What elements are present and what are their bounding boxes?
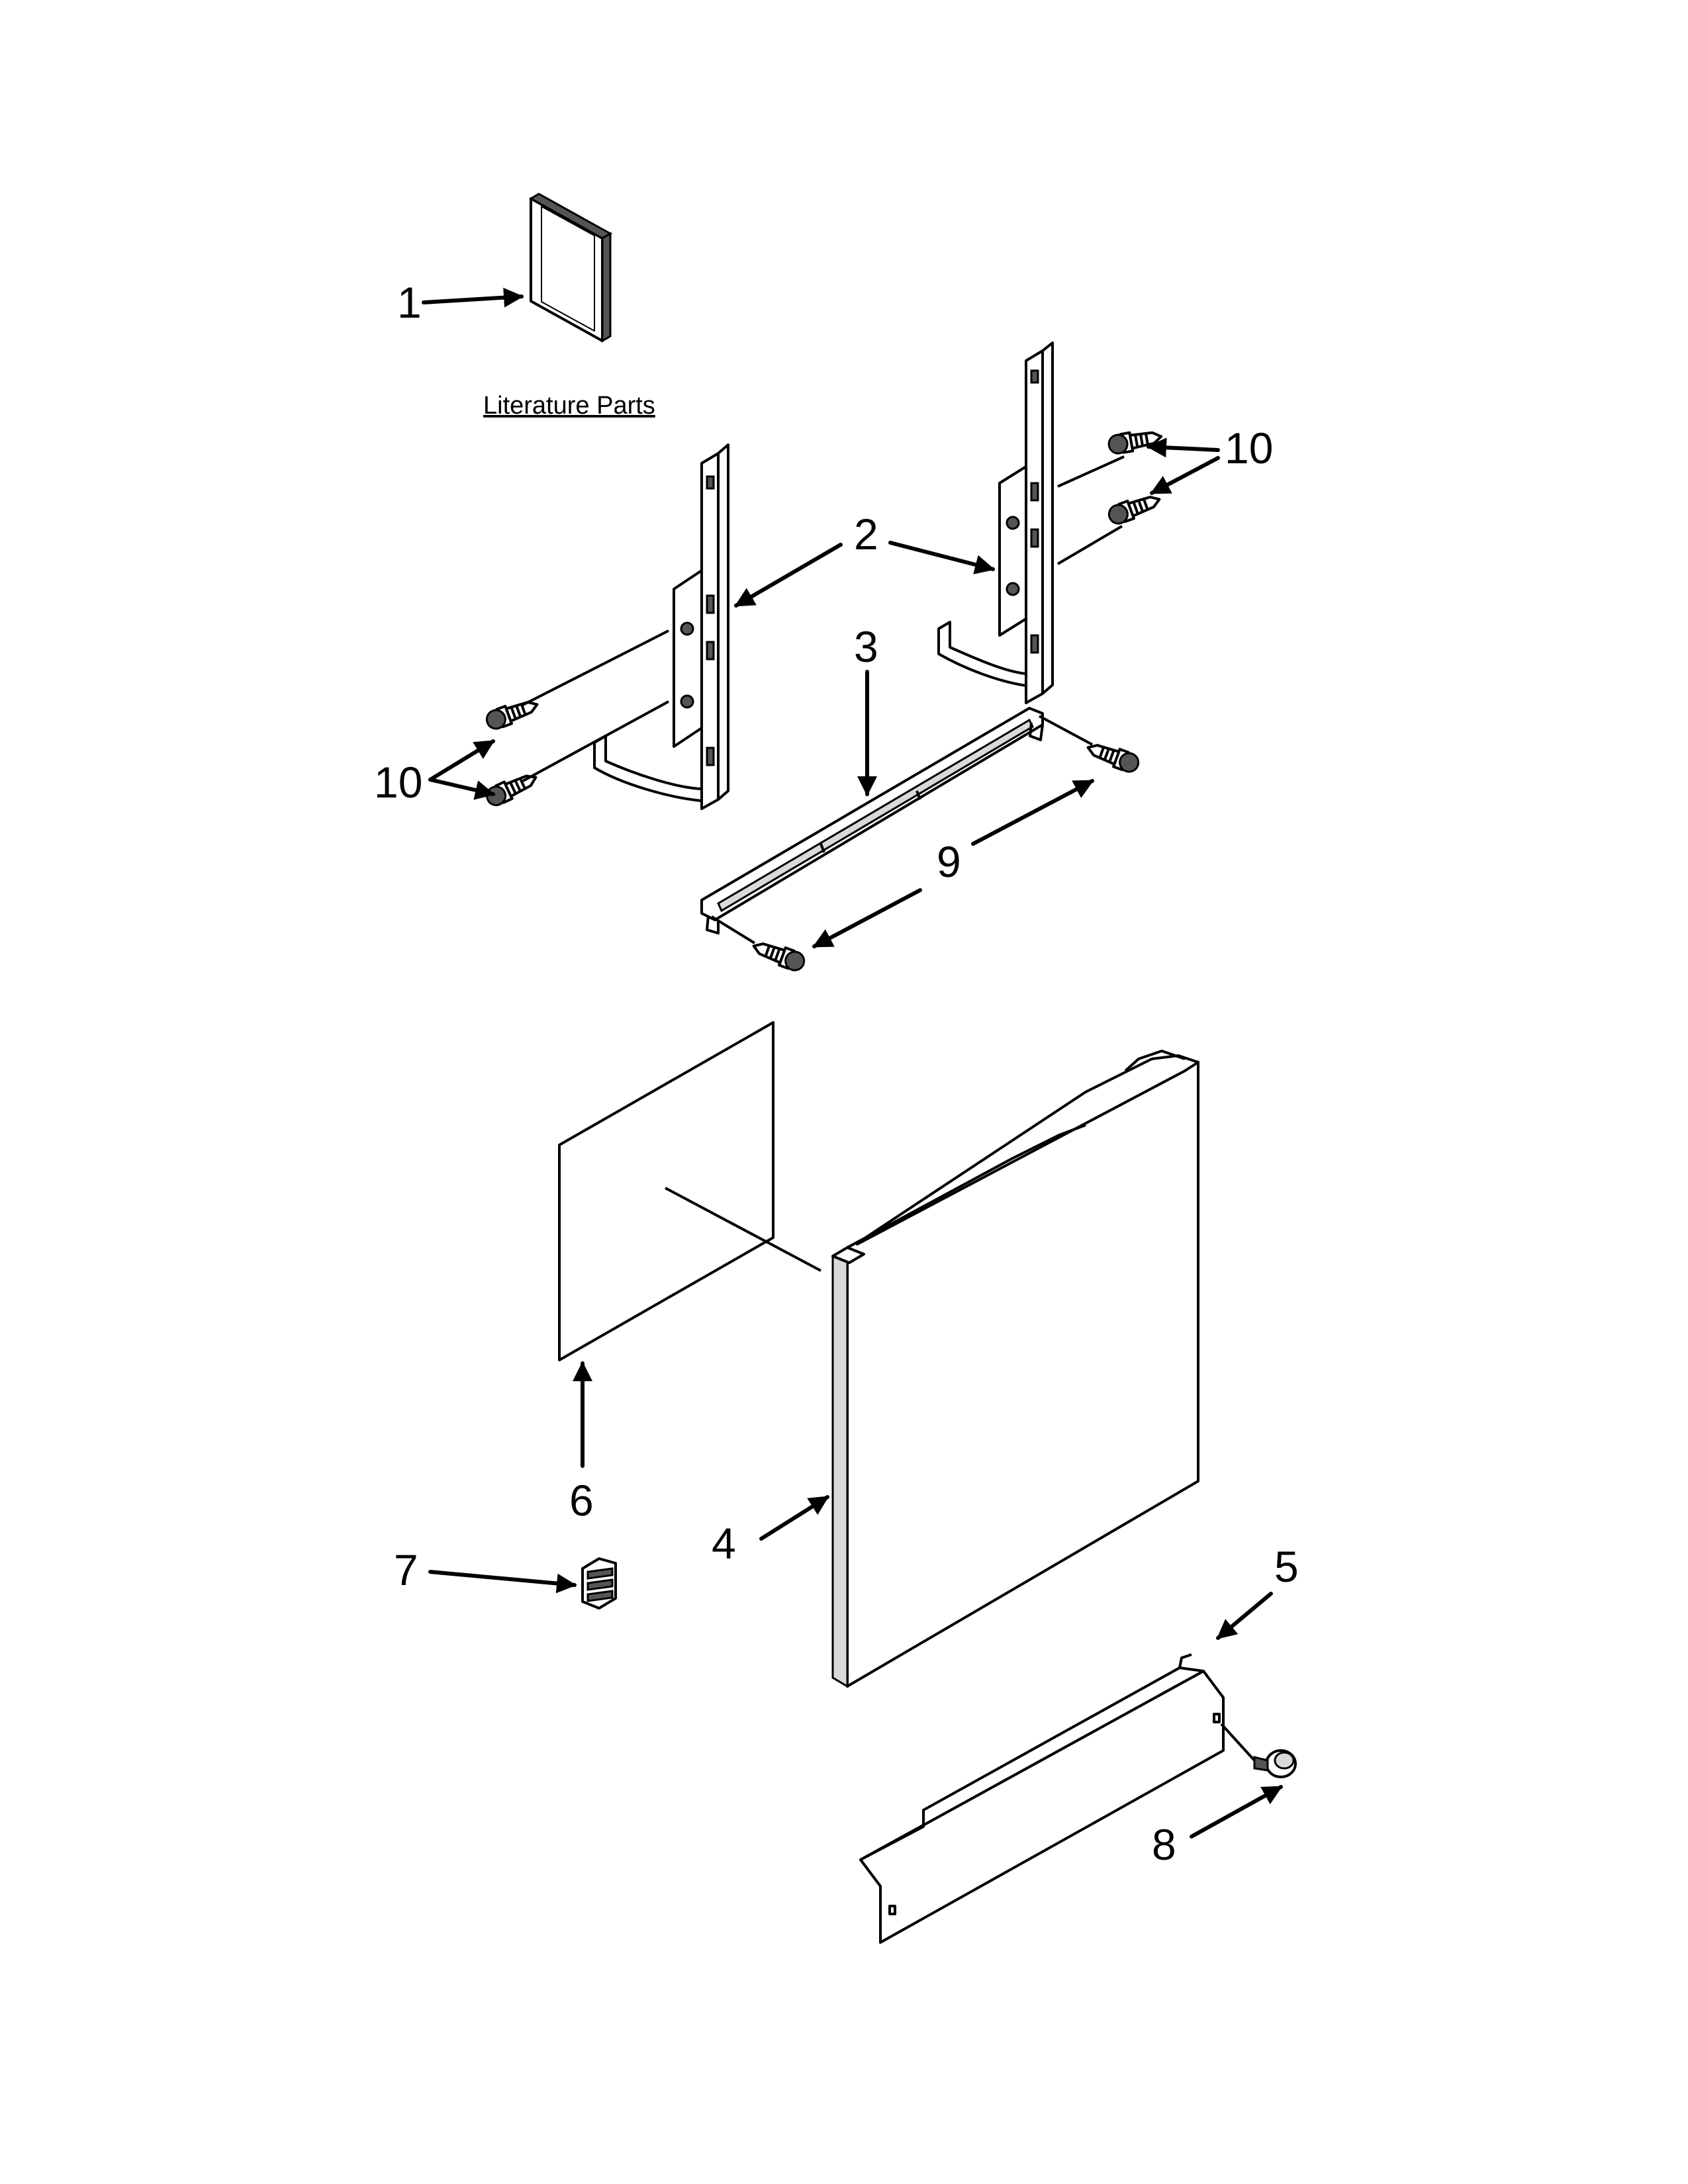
callout-8: 8 [1152,1820,1176,1869]
callout-4: 4 [712,1519,736,1568]
door-rail [700,707,1044,934]
callout-6: 6 [569,1476,594,1525]
rail-screw-right [1083,737,1143,776]
screw-leader-line [1057,455,1125,488]
callout-arrows [422,287,1283,1839]
screw-leader-line [522,629,669,706]
callout-10-upper: 10 [1225,424,1273,473]
callout-9: 9 [937,837,961,886]
toe-panel-clip [1220,1723,1297,1778]
screw-leader-line [522,700,669,782]
literature-parts-caption: Literature Parts [483,392,655,420]
callout-2: 2 [854,510,878,559]
rail-screw-left [749,936,808,974]
left-hinge-bracket [593,443,729,810]
screw-leader-line [1056,525,1123,565]
callout-10-lower: 10 [374,758,422,807]
callout-3: 3 [854,622,878,671]
door-button [581,1557,617,1610]
callout-5: 5 [1274,1542,1299,1591]
callout-7: 7 [394,1545,418,1594]
screw-upper-right-b [1105,489,1164,527]
toe-panel [859,1653,1225,1944]
literature-booklet [528,193,613,343]
callout-1: 1 [397,278,422,327]
insulation-panel [558,1021,821,1361]
door-panel [831,1050,1199,1688]
screw-leader-line [710,915,756,944]
screw-leader-line [1039,715,1093,746]
screw-upper-right-a [1105,426,1164,457]
right-hinge-bracket [937,341,1054,704]
